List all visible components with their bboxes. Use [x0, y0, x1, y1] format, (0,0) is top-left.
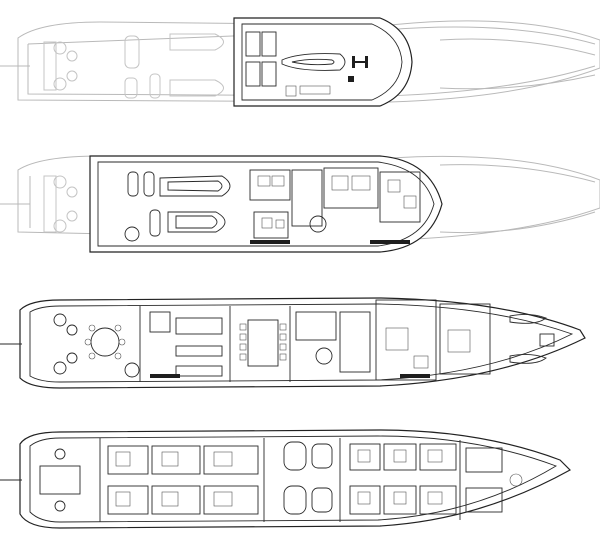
- sun-deck-plan: [0, 17, 600, 107]
- bridge-deck-plan: [0, 155, 600, 253]
- lower-deck-plan: [0, 429, 571, 529]
- main-deck-plan: [0, 297, 586, 389]
